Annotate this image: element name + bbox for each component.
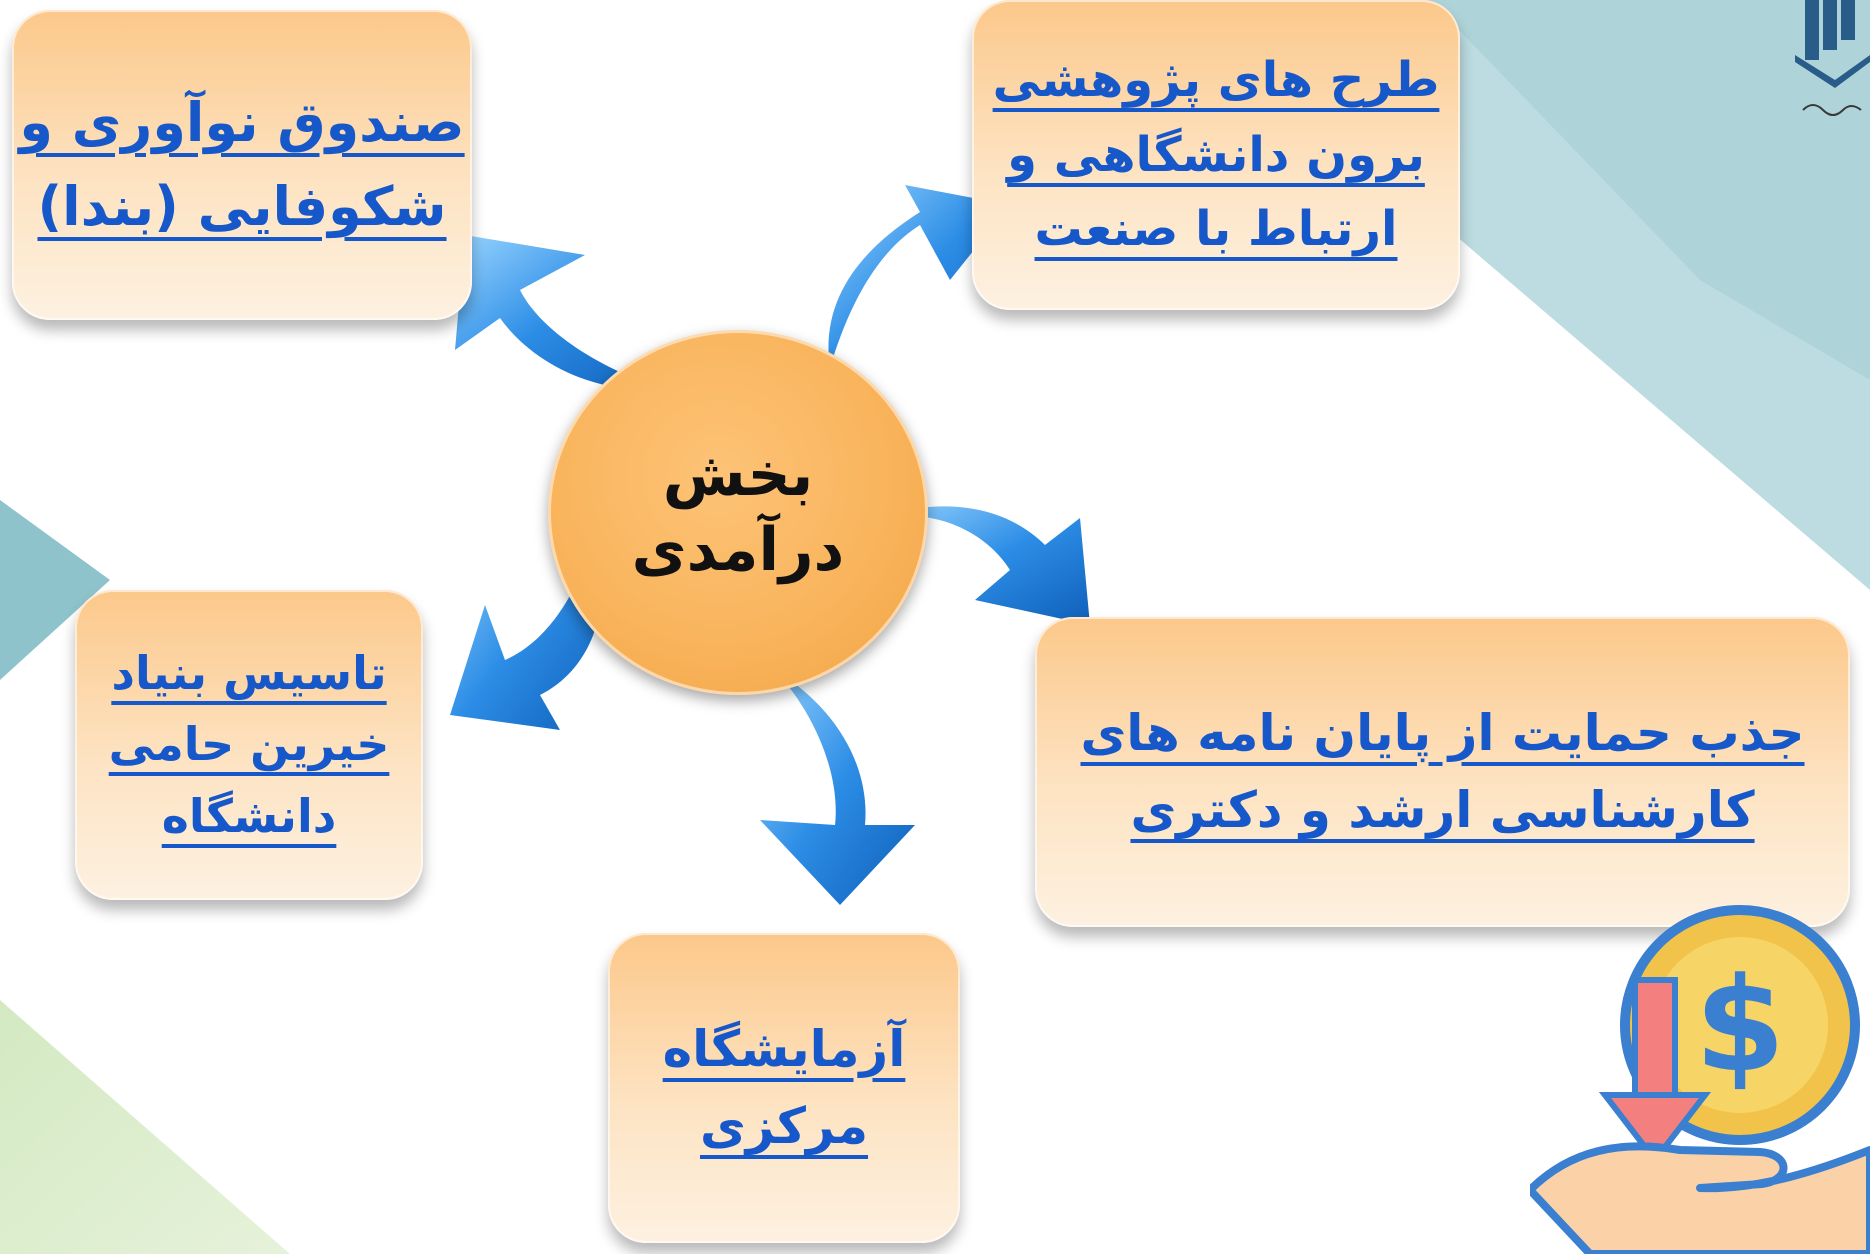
dollar-coin-hand-icon: $ [1530,905,1870,1254]
box-research-projects[interactable]: طرح های پژوهشی برون دانشگاهی و ارتباط با… [972,0,1460,310]
box-research-projects-line-1: طرح های پژوهشی [992,52,1441,109]
box-thesis-support-line-2: کارشناسی ارشد و دکتری [1130,781,1755,839]
box-thesis-support[interactable]: جذب حمایت از پایان نامه های کارشناسی ارش… [1035,617,1850,927]
center-label-line-2: درآمدی [631,514,845,585]
box-charity-foundation-line-3: دانشگاه [161,788,338,843]
box-central-lab[interactable]: آزمایشگاه مرکزی [608,933,960,1243]
university-logo-icon [1795,0,1870,116]
box-thesis-support-line-1: جذب حمایت از پایان نامه های [1080,703,1805,762]
center-income-node: بخش درآمدی [548,330,928,695]
box-innovation-fund[interactable]: صندوق نوآوری و شکوفایی (بندا) [12,10,472,320]
box-innovation-fund-line-2: شکوفایی (بندا) [37,175,447,238]
center-label-line-1: بخش [662,439,814,510]
box-research-projects-line-3: ارتباط با صنعت [1034,201,1399,258]
box-innovation-fund-line-1: صندوق نوآوری و [19,91,465,155]
svg-text:$: $ [1695,949,1785,1101]
box-central-lab-line-2: مرکزی [699,1097,869,1155]
box-charity-foundation-line-1: تاسیس بنیاد [111,646,387,701]
box-central-lab-line-1: آزمایشگاه [662,1019,907,1078]
box-research-projects-line-2: برون دانشگاهی و [1007,126,1426,183]
box-charity-foundation[interactable]: تاسیس بنیاد خیرین حامی دانشگاه [75,590,423,900]
box-charity-foundation-line-2: خیرین حامی [108,717,391,772]
